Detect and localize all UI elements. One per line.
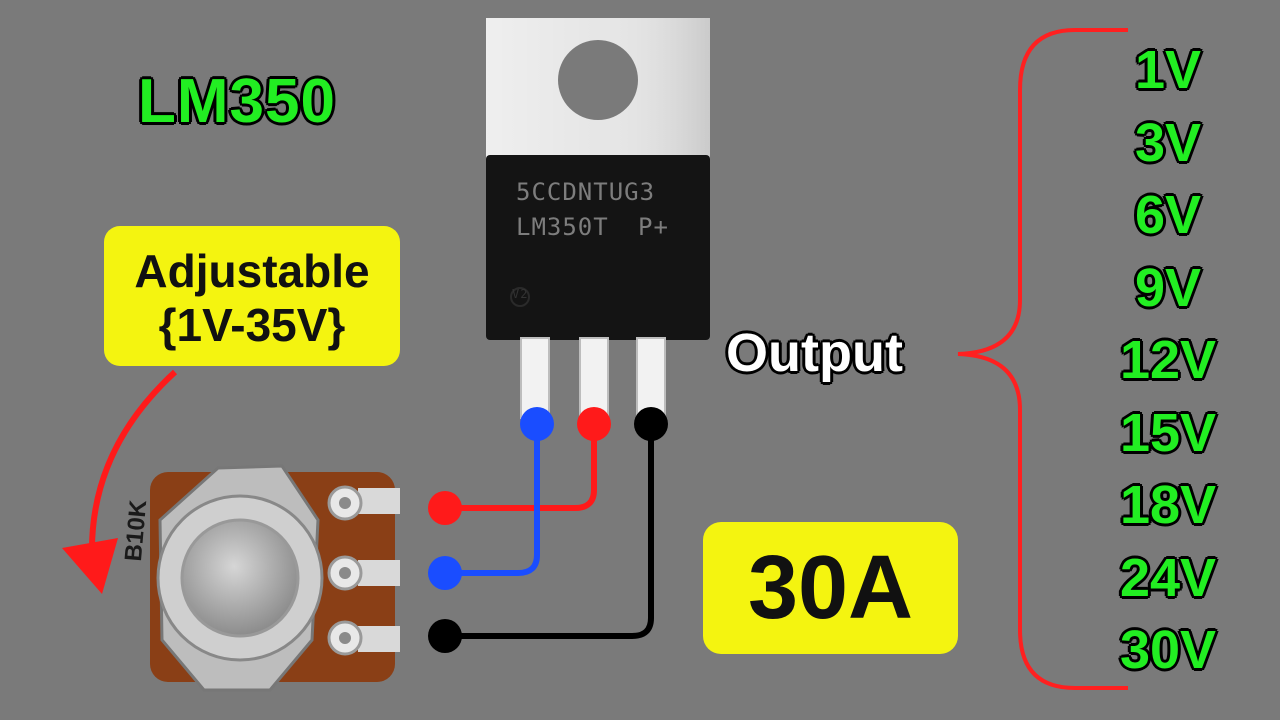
- pot-terminal-2-hole: [339, 567, 351, 579]
- adjustable-range: {1V-35V}: [158, 299, 346, 351]
- pin-adj: [520, 337, 550, 419]
- pot-terminal-1-hole: [339, 497, 351, 509]
- output-voltage-list: 1V 3V 6V 9V 12V 15V 18V 24V 30V: [1098, 34, 1238, 687]
- chip-marking-line3: P+: [638, 213, 669, 241]
- pot-lead-3: [358, 626, 400, 652]
- voltage-item: 1V: [1134, 40, 1202, 100]
- current-rating-box: 30A: [703, 522, 958, 654]
- voltage-item: 30V: [1119, 620, 1217, 680]
- wires: [428, 407, 668, 653]
- red-wire: [445, 425, 597, 511]
- pin-in: [636, 337, 666, 419]
- voltage-item: 12V: [1119, 330, 1217, 390]
- blue-dot-pin: [520, 407, 554, 441]
- chip-marking-line1: 5CCDNTUG3: [516, 178, 656, 206]
- red-dot-pin: [577, 407, 611, 441]
- adjust-arrow: [62, 369, 178, 594]
- adjustable-range-box: Adjustable {1V-35V}: [104, 226, 400, 366]
- voltage-item: 18V: [1119, 475, 1217, 535]
- chip-marking-line2: LM350T: [516, 213, 609, 241]
- voltage-item: 15V: [1119, 402, 1217, 463]
- voltage-item: 9V: [1134, 257, 1202, 318]
- black-dot-pin: [634, 407, 668, 441]
- output-label: Output: [726, 323, 903, 383]
- blue-wire: [445, 425, 540, 576]
- red-dot-pot: [428, 491, 462, 525]
- pin1-dot: [510, 287, 530, 307]
- black-wire: [445, 425, 654, 639]
- pot-value-label: B10K: [120, 498, 153, 563]
- pot-shaft: [180, 518, 300, 638]
- adjust-arrow-shaft: [88, 369, 178, 556]
- voltage-item: 24V: [1119, 547, 1217, 608]
- chip-mark: V2: [512, 287, 529, 301]
- blue-dot-pot: [428, 556, 462, 590]
- pot-terminal-3-hole: [339, 632, 351, 644]
- adjustable-label: Adjustable: [134, 245, 370, 297]
- mounting-hole: [558, 40, 638, 120]
- voltage-item: 3V: [1134, 112, 1202, 173]
- voltage-item: 6V: [1134, 185, 1202, 245]
- potentiometer: [150, 464, 400, 692]
- output-brace: [957, 28, 1128, 690]
- pot-lead-1: [358, 488, 400, 514]
- regulator-body: [486, 155, 710, 340]
- black-dot-pot: [428, 619, 462, 653]
- title-label: LM350: [138, 67, 336, 136]
- lm350-regulator: [486, 18, 710, 419]
- pin-out: [579, 337, 609, 419]
- adjust-arrow-head: [62, 538, 118, 594]
- pot-lead-2: [358, 560, 400, 586]
